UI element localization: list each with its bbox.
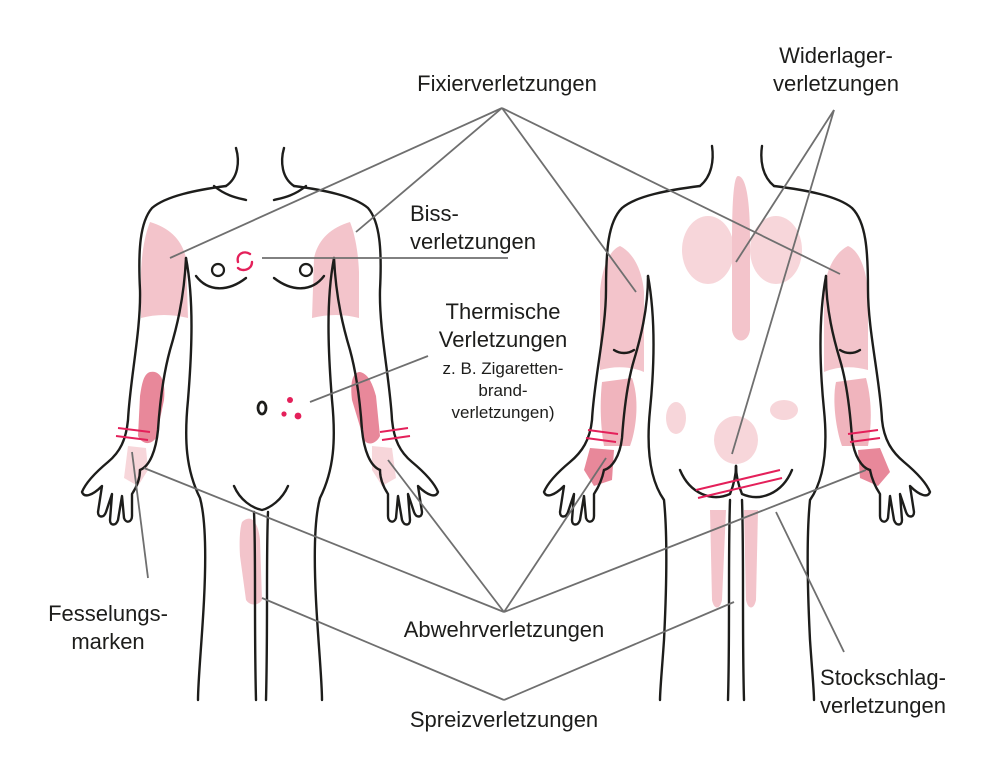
back-left-fetter-marks: [585, 429, 619, 443]
leader-widerlager-1: [735, 109, 835, 263]
leader-abwehr-2: [387, 459, 505, 613]
back-right-scapula-zone: [750, 216, 802, 284]
leader-thermisch: [309, 355, 429, 403]
back-left-forearm-zone: [600, 378, 637, 446]
leader-stockschlag: [775, 511, 845, 653]
navel: [256, 400, 268, 416]
label-thermisch-note: z. B. Zigaretten- brand- verletzungen): [420, 358, 586, 424]
label-fixier: Fixierverletzungen: [417, 71, 597, 96]
label-spreiz: Spreizverletzungen: [409, 707, 599, 732]
label-stockschlag: Stockschlag- verletzungen: [798, 664, 968, 720]
label-biss-line2: verletzungen: [410, 229, 536, 254]
label-thermisch-line1: Thermische: [445, 299, 561, 324]
right-nipple: [298, 262, 314, 278]
leader-spreiz-1: [261, 597, 505, 701]
back-right-forearm-zone: [834, 378, 871, 446]
label-biss: Biss- verletzungen: [410, 200, 536, 256]
label-thermisch-line5: verletzungen): [451, 403, 555, 422]
back-right-thigh-zone: [744, 510, 758, 608]
leader-abwehr-3: [503, 457, 607, 613]
label-thermisch-line3: z. B. Zigaretten-: [442, 359, 564, 378]
back-stick-marks: [695, 469, 783, 499]
leader-fesselung: [131, 451, 149, 579]
bite-mark-icon: [236, 251, 254, 272]
leader-fixier-2: [355, 107, 503, 233]
leader-fixier-4: [501, 107, 841, 275]
back-right-fetter-marks: [847, 429, 881, 443]
label-widerlager: Widerlager- verletzungen: [756, 42, 916, 98]
label-fesselung-line2: marken: [71, 629, 145, 654]
front-left-upperarm-zone: [141, 222, 188, 318]
front-right-fetter-marks: [379, 427, 411, 441]
label-stockschlag-line2: verletzungen: [820, 693, 946, 718]
burn-mark-1: [287, 397, 293, 403]
burn-mark-3: [294, 412, 302, 420]
back-left-upperarm-zone: [600, 246, 644, 372]
label-biss-line1: Biss-: [410, 201, 459, 226]
front-right-hand-zone: [372, 446, 396, 486]
label-fesselung-line1: Fesselungs-: [48, 601, 168, 626]
back-body-outline: [542, 144, 932, 702]
label-thermisch: Thermische Verletzungen: [420, 298, 586, 354]
back-zones: [584, 176, 890, 608]
label-widerlager-line2: verletzungen: [773, 71, 899, 96]
leader-lines: [131, 107, 867, 701]
front-left-hand-zone: [124, 446, 148, 486]
label-stockschlag-line1: Stockschlag-: [820, 665, 946, 690]
back-left-flank-zone: [666, 402, 686, 434]
leader-fixier-1: [169, 107, 503, 259]
leader-fixier-3: [501, 107, 637, 293]
back-right-flank-zone: [770, 400, 798, 420]
label-abwehr: Abwehrverletzungen: [403, 617, 605, 642]
leader-abwehr-1: [143, 467, 505, 613]
leader-widerlager-2: [731, 109, 835, 455]
front-left-fetter-marks: [115, 427, 151, 441]
leader-spreiz-2: [503, 601, 735, 701]
back-right-hand-zone: [858, 448, 890, 486]
back-left-thigh-zone: [710, 510, 726, 608]
left-nipple: [210, 262, 226, 278]
label-thermisch-line2: Verletzungen: [438, 327, 568, 352]
back-spine-zone: [732, 176, 750, 341]
front-thigh-zone: [239, 518, 262, 605]
front-right-forearm-zone: [351, 372, 380, 444]
front-marks: [115, 251, 411, 441]
label-fesselung: Fesselungs- marken: [28, 600, 188, 656]
leader-abwehr-4: [503, 469, 867, 613]
burn-mark-2: [281, 411, 287, 417]
label-thermisch-line4: brand-: [478, 381, 528, 400]
front-body-outline: [80, 146, 440, 702]
back-left-scapula-zone: [682, 216, 734, 284]
label-widerlager-line1: Widerlager-: [779, 43, 893, 68]
